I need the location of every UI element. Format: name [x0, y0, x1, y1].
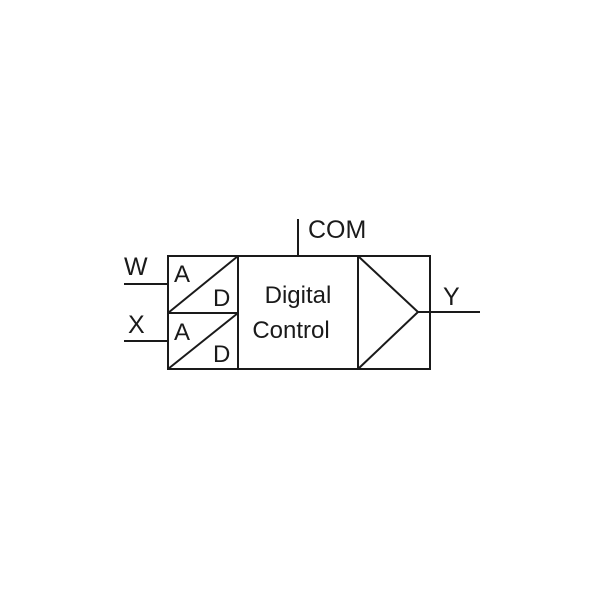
- adc-block-2: A D: [167, 312, 239, 370]
- adc-block-2-a-label: A: [174, 319, 190, 346]
- digital-control-frame: [237, 255, 359, 370]
- digital-control-block: Digital Control: [237, 255, 359, 370]
- digital-control-line2: Control: [252, 317, 329, 344]
- digital-control-line1: Digital: [265, 282, 332, 309]
- adc-block-2-diagonal: [167, 312, 239, 370]
- adc-block-1-d-label: D: [213, 285, 230, 312]
- adc-block-1-diagonal: [167, 255, 239, 314]
- adc-block-1: A D: [167, 255, 239, 314]
- com-label: COM: [308, 216, 366, 244]
- y-label: Y: [443, 283, 460, 311]
- x-label: X: [128, 311, 145, 339]
- w-label: W: [124, 253, 148, 281]
- adc-block-1-a-label: A: [174, 261, 190, 288]
- amplifier-triangle-icon: [357, 255, 420, 370]
- adc-block-2-d-label: D: [213, 341, 230, 368]
